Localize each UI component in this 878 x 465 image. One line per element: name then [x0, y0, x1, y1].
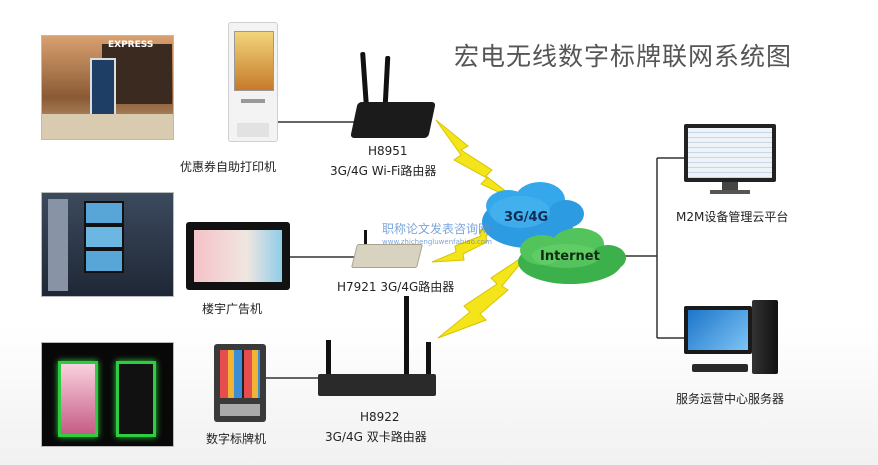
- cloud-internet-label: Internet: [540, 249, 600, 264]
- m2m-platform-label: M2M设备管理云平台: [676, 210, 789, 224]
- page-title: 宏电无线数字标牌联网系统图: [454, 42, 793, 71]
- building-screen-1: [84, 201, 124, 225]
- coupon-printer-image: [228, 22, 278, 142]
- coupon-printer-label: 优惠券自助打印机: [180, 160, 277, 174]
- building-column: [48, 199, 68, 291]
- router-h8922-antenna-1: [326, 340, 331, 380]
- router-h7921-image: [351, 230, 423, 270]
- cloud-3g4g-label: 3G/4G: [504, 210, 549, 225]
- signage-keypad: [220, 350, 260, 398]
- building-ad-label: 楼宇广告机: [202, 302, 263, 316]
- router-body: [350, 102, 436, 138]
- server-keyboard: [692, 364, 748, 372]
- server-monitor: [684, 306, 752, 354]
- cloud-internet-shape: [518, 228, 626, 284]
- signage-photo: [41, 342, 174, 447]
- building-photo: [41, 192, 174, 297]
- router-h8922-desc: 3G/4G 双卡路由器: [325, 430, 427, 444]
- router-h8951-model: H8951: [368, 144, 408, 158]
- router-h7921-antenna: [364, 230, 367, 248]
- router-h8922-antenna-3: [426, 342, 431, 380]
- printer-slot: [241, 99, 265, 103]
- router-h8922-body: [318, 374, 436, 396]
- router-h7921-body: [351, 244, 423, 268]
- router-h8951-desc: 3G/4G Wi-Fi路由器: [330, 164, 437, 178]
- signage-panel-right: [116, 361, 156, 437]
- printer-screen: [234, 31, 274, 91]
- router-antenna-left: [360, 51, 369, 107]
- ops-server-label: 服务运营中心服务器: [676, 392, 785, 406]
- lightning-bolt-bottom: [437, 251, 531, 339]
- ops-server-image: [684, 300, 780, 380]
- router-h8922-model: H8922: [360, 410, 400, 424]
- router-h8922-antenna-2: [404, 296, 409, 380]
- mall-floor: [42, 114, 173, 139]
- ad-screen: [194, 230, 282, 282]
- mall-kiosk: [90, 58, 116, 118]
- building-screen-3: [84, 249, 124, 273]
- platform-monitor: [684, 124, 776, 182]
- cloud-3g4g-shape: [482, 182, 584, 248]
- router-antenna-right: [382, 55, 391, 107]
- digital-signage-label: 数字标牌机: [206, 432, 267, 446]
- signage-panel-left: [58, 361, 98, 437]
- mall-sign: EXPRESS: [108, 40, 154, 50]
- router-h8951-image: [350, 51, 436, 142]
- building-screen-2: [84, 225, 124, 249]
- server-screen: [688, 310, 748, 350]
- building-ad-image: [186, 222, 290, 290]
- server-tower: [752, 300, 778, 374]
- digital-signage-image: [214, 344, 266, 422]
- router-h8922-image: [318, 296, 436, 400]
- lightning-bolt-top: [435, 119, 521, 203]
- router-h7921-label: H7921 3G/4G路由器: [337, 280, 455, 294]
- watermark-url: www.zhichengluwenfabiao.com: [382, 238, 492, 246]
- mall-photo: EXPRESS: [41, 35, 174, 140]
- platform-screen: [688, 128, 772, 178]
- platform-foot: [710, 190, 750, 194]
- platform-stand: [722, 182, 738, 190]
- printer-base: [237, 123, 269, 137]
- signage-base: [220, 404, 260, 416]
- watermark-text: 职称论文发表咨询网: [382, 222, 491, 236]
- m2m-platform-image: [684, 124, 778, 198]
